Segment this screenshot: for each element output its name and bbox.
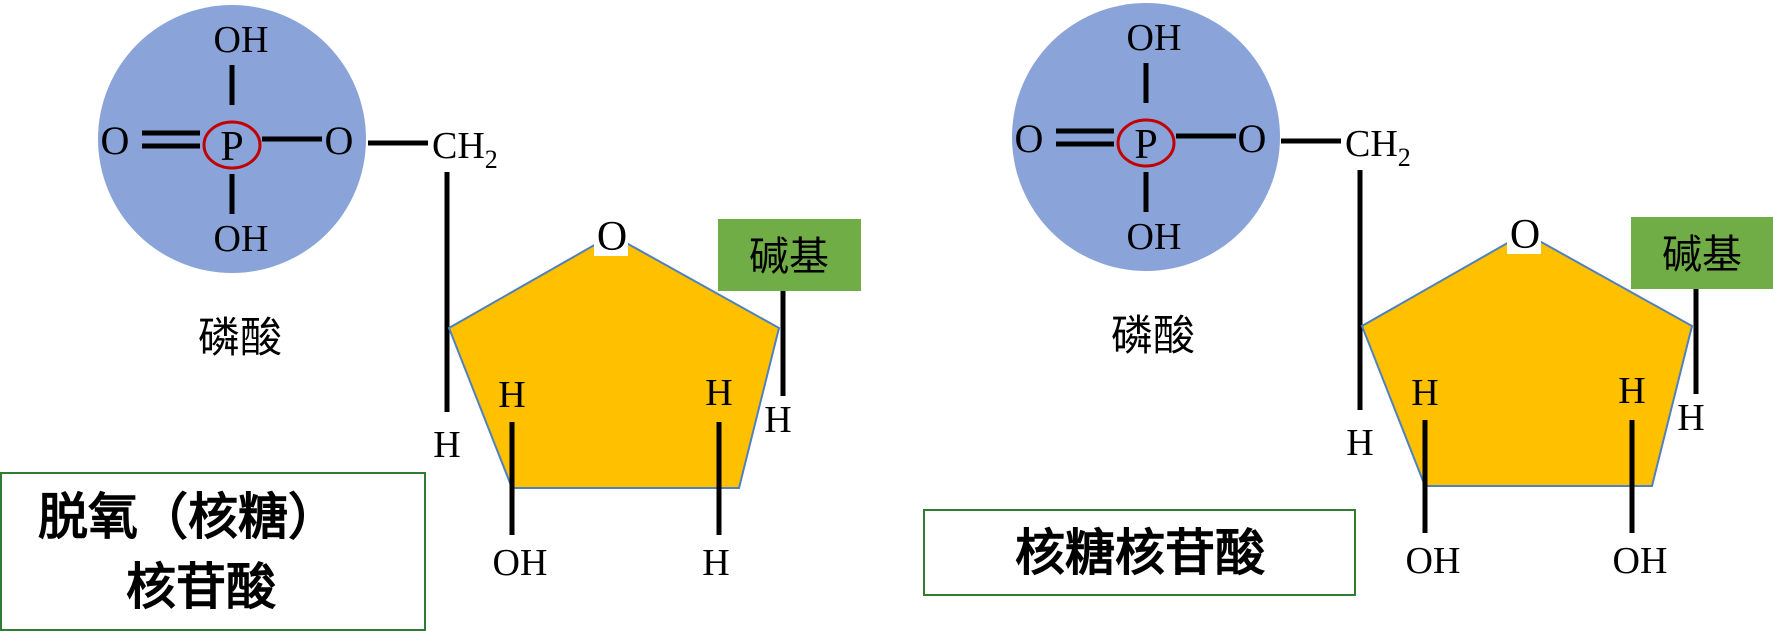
left-h-c2-top: H: [705, 372, 732, 414]
right-base-label: 碱基: [1662, 232, 1742, 278]
right-name-box: [923, 509, 1356, 596]
right-c3-bottom: OH: [1406, 540, 1461, 582]
right-oh-top: OH: [1127, 17, 1182, 59]
right-h-c3-top: H: [1411, 372, 1438, 414]
left-h-c3-top: H: [498, 374, 525, 416]
right-c2-bottom: OH: [1613, 540, 1668, 582]
left-ring-o-bg: [594, 216, 628, 256]
left-name-line2: 核苷酸: [126, 558, 277, 616]
right-ring-o-bg: [1507, 214, 1541, 254]
left-base-label: 碱基: [749, 234, 829, 280]
right-h-c4: H: [1346, 422, 1373, 464]
left-name-box: [0, 472, 426, 631]
right-p-highlight-circle: [1116, 118, 1176, 168]
left-ch2: CH2: [432, 125, 498, 174]
left-c3-bottom: OH: [493, 542, 548, 584]
right-ch2: CH2: [1345, 123, 1411, 172]
right-phosphate-circle: [1012, 3, 1280, 271]
right-pentose-ring: [1360, 231, 1694, 487]
right-o-bridge: O: [1238, 116, 1267, 161]
left-name-line1: 脱氧（核糖）: [38, 488, 338, 546]
right-name-line1: 核糖核苷酸: [1015, 524, 1266, 582]
left-h-c1: H: [764, 399, 791, 441]
left-phosphate-circle: [98, 5, 366, 273]
left-p-highlight-circle: [202, 120, 262, 170]
right-ring-o: O: [1510, 212, 1540, 258]
left-oh-bottom: OH: [214, 218, 269, 260]
left-nucleotide: OH OH O P O 磷酸 CH2 H O 碱基 H H OH H H 脱氧（…: [0, 5, 861, 631]
right-phosphate-label: 磷酸: [1111, 311, 1195, 360]
left-c2-bottom: H: [702, 542, 729, 584]
right-p-atom: P: [1134, 122, 1157, 168]
left-o-bridge: O: [325, 118, 354, 163]
right-base-box: [1631, 217, 1773, 289]
left-base-box: [718, 219, 861, 291]
left-pentose-ring: [447, 233, 781, 489]
right-nucleotide: OH OH O P O 磷酸 CH2 H O 碱基 H H OH H OH 核糖…: [923, 3, 1773, 596]
right-o-double: O: [1015, 116, 1044, 161]
left-h-c4: H: [433, 424, 460, 466]
left-o-double: O: [101, 118, 130, 163]
left-p-atom: P: [220, 124, 243, 170]
right-oh-bottom: OH: [1127, 216, 1182, 258]
left-ring-o: O: [597, 214, 627, 260]
left-oh-top: OH: [214, 19, 269, 61]
right-h-c1: H: [1677, 397, 1704, 439]
right-h-c2-top: H: [1618, 370, 1645, 412]
left-phosphate-label: 磷酸: [198, 313, 282, 362]
